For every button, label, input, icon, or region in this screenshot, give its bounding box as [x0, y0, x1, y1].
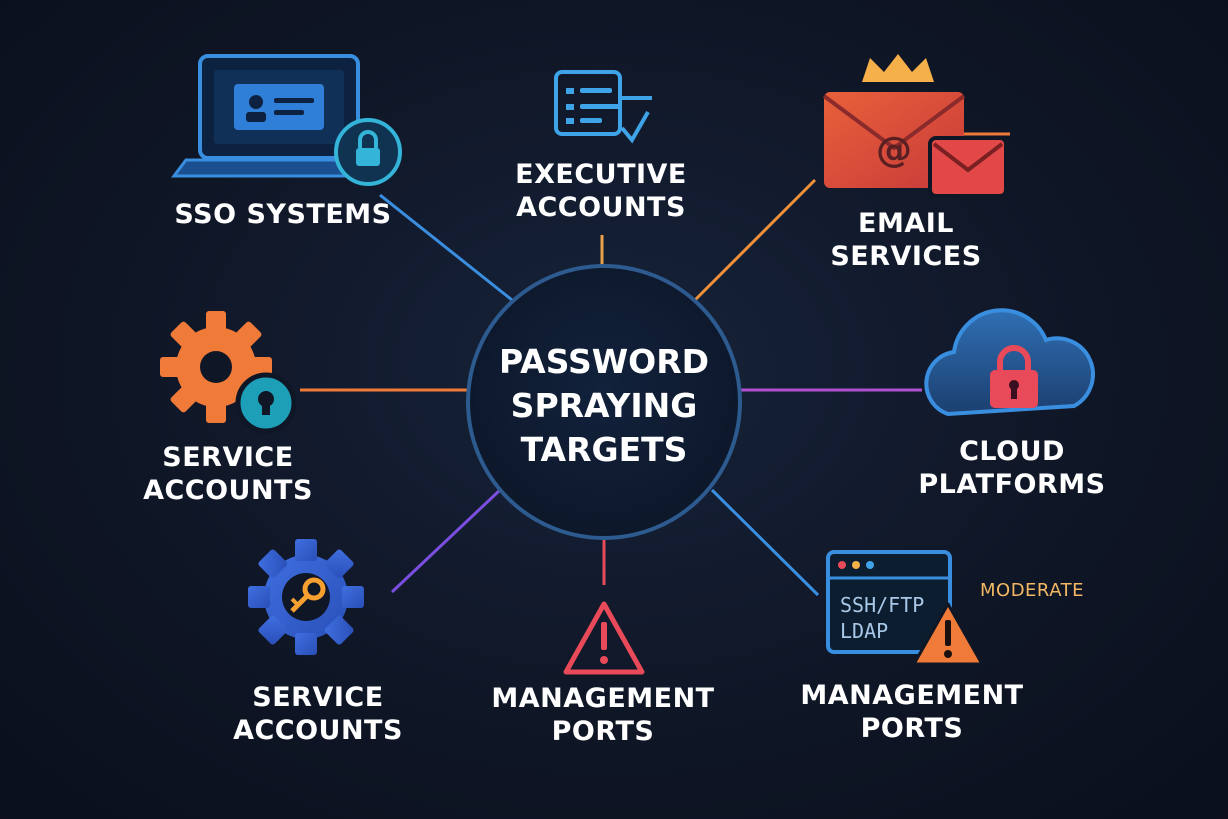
label-cloud-line-2: PLATFORMS [918, 469, 1106, 500]
label-executive-line-1: EXECUTIVE [515, 159, 687, 190]
laptop-lock-icon [171, 54, 402, 186]
label-cloud-platforms: CLOUD PLATFORMS [918, 435, 1105, 501]
moderate-badge: MODERATE [980, 580, 1084, 601]
terminal-line-1: SSH/FTP [840, 593, 924, 617]
gear-lock-icon [160, 311, 297, 434]
label-cloud-line-1: CLOUD [959, 436, 1065, 467]
label-email-line-2: SERVICES [830, 241, 982, 272]
label-service-accounts-bottom: SERVICE ACCOUNTS [233, 681, 403, 747]
checklist-icon [554, 70, 652, 144]
label-service-accounts-top: SERVICE ACCOUNTS [143, 441, 313, 507]
label-mgmt-right-line-1: MANAGEMENT [800, 680, 1024, 711]
label-sso-systems: SSO SYSTEMS [174, 198, 391, 231]
label-service-top-line-2: ACCOUNTS [143, 475, 313, 506]
crown-envelope-icon: @ [822, 54, 1010, 198]
hub-circle [466, 264, 742, 540]
label-service-top-line-1: SERVICE [162, 442, 294, 473]
hub-title-line-1: PASSWORD [498, 342, 710, 381]
label-management-ports-center: MANAGEMENT PORTS [491, 682, 714, 748]
label-executive-line-2: ACCOUNTS [516, 192, 686, 223]
hub-title-line-2: SPRAYING [510, 386, 698, 425]
cloud-lock-icon [924, 308, 1095, 417]
connector-mgmt-right [710, 488, 820, 597]
hub-title: PASSWORD SPRAYING TARGETS [499, 340, 709, 472]
svg-text:@: @ [876, 130, 912, 171]
warning-triangle-icon [563, 601, 645, 675]
label-mgmt-center-line-2: PORTS [551, 716, 655, 747]
connector-email [693, 178, 817, 302]
gear-key-icon [248, 539, 364, 655]
label-email-line-1: EMAIL [858, 208, 954, 239]
label-sso-line-1: SSO SYSTEMS [174, 199, 392, 230]
label-mgmt-right-line-2: PORTS [860, 713, 964, 744]
hub-title-line-3: TARGETS [520, 430, 688, 469]
label-executive-accounts: EXECUTIVE ACCOUNTS [515, 158, 687, 224]
label-service-bottom-line-2: ACCOUNTS [233, 715, 403, 746]
label-email-services: EMAIL SERVICES [830, 207, 981, 273]
label-service-bottom-line-1: SERVICE [252, 682, 384, 713]
label-mgmt-center-line-1: MANAGEMENT [491, 683, 715, 714]
label-management-ports-right: MANAGEMENT PORTS [800, 679, 1023, 745]
connector-service-bottom [390, 488, 502, 594]
terminal-line-2: LDAP [840, 619, 888, 643]
terminal-warning-icon: SSH/FTP LDAP [826, 550, 984, 666]
connector-sso [379, 193, 513, 302]
